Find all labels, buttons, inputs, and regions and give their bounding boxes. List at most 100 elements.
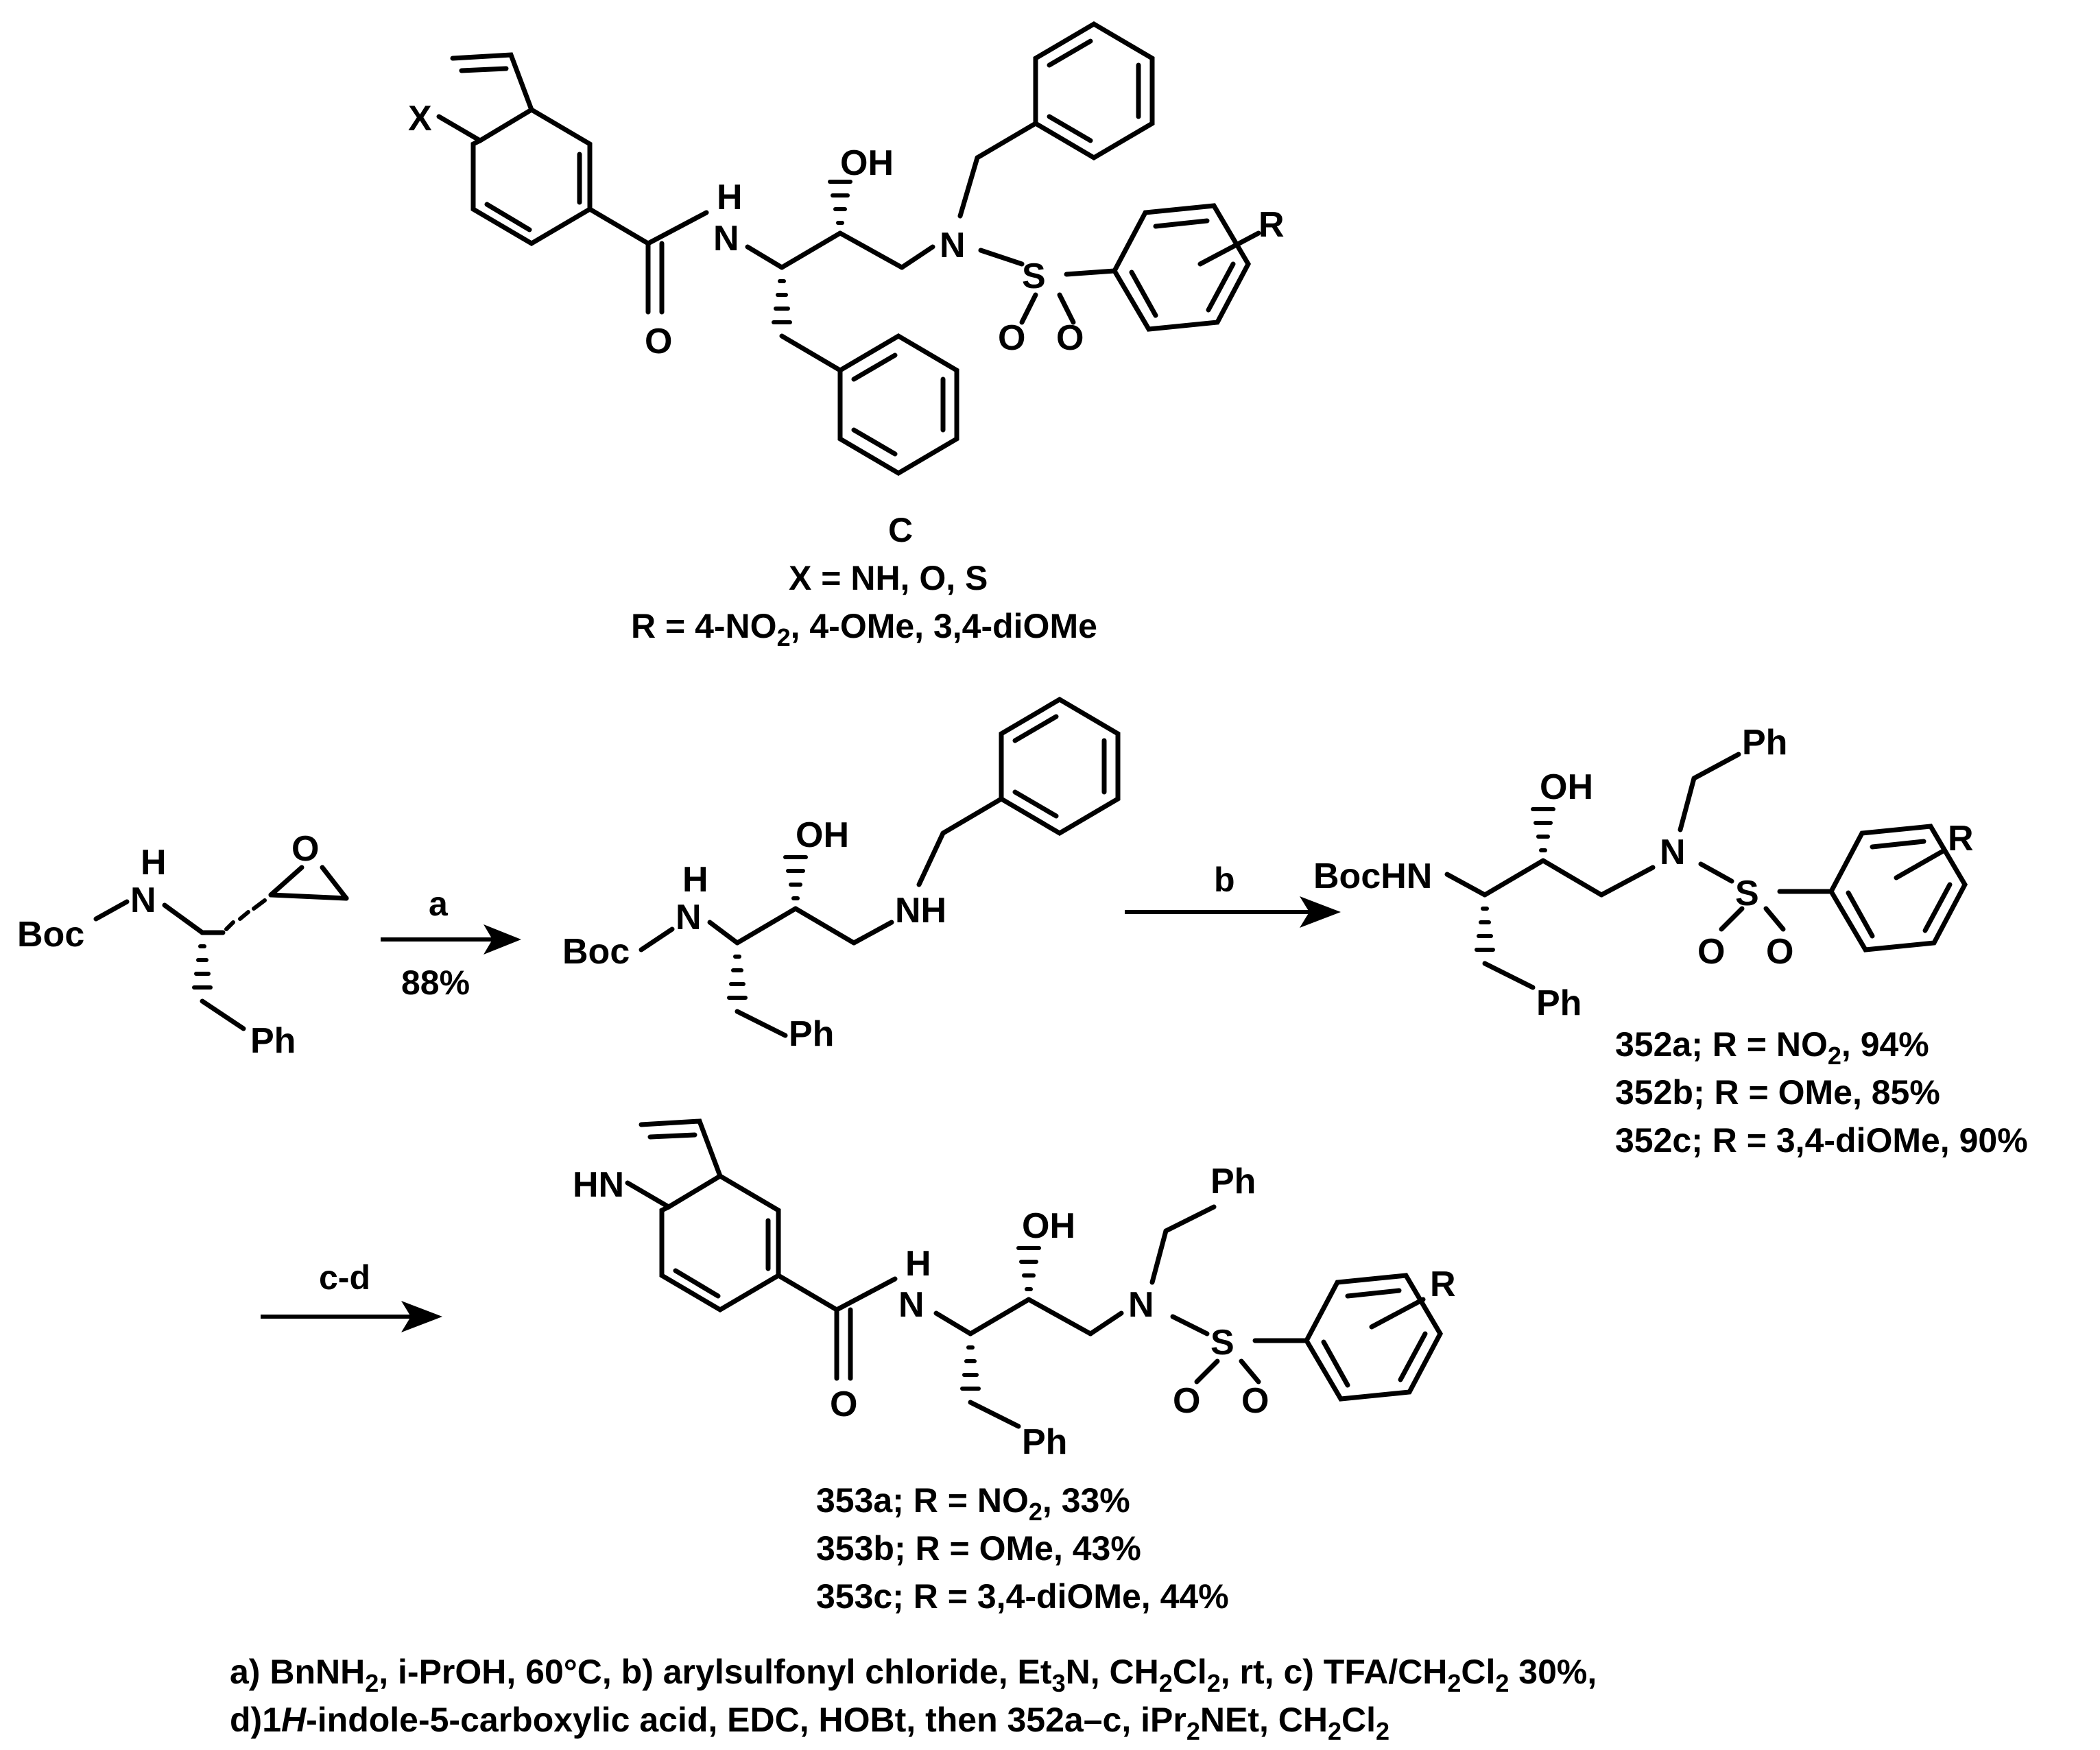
compound-c-oh-hash [828,180,852,225]
arrow-a [381,924,521,955]
int1-ph: Ph [789,1014,834,1054]
p353-n2: N [1128,1285,1154,1325]
compound-c-label: C [888,511,913,549]
p352-o1: O [1697,932,1725,972]
conditions-line-1-segment: 2 [1495,1669,1509,1697]
compound-c-s-atom: S [1022,256,1046,296]
p352-ph-top: Ph [1742,723,1787,763]
compound-c-carbonyl-o: O [645,322,672,361]
arrow-b-label: b [1214,861,1235,899]
intermediate-amine-structure [639,696,1121,1038]
starting-epoxide-structure [93,865,349,1031]
int1-h: H [682,860,708,900]
arrow-b [1125,896,1341,928]
conditions-line-2-segment: 2 [1376,1717,1389,1745]
compound-c-structure: X OH H N N S O O O R [408,21,1285,477]
compound-c-r-definition: R = 4-NO2, 4-OMe, 3,4-diOMe [631,607,1097,651]
conditions-line-2-segment: 2 [1186,1717,1200,1745]
p352-yields: 352a; R = NO2, 94% 352b; R = OMe, 85% 35… [1615,1025,2028,1160]
conditions-line-1-segment: 2 [365,1669,379,1697]
int1-oh: OH [796,815,849,855]
start-epoxide-o: O [291,829,319,869]
compound-c-oh-atom: OH [840,143,894,183]
int1-n: N [676,898,702,937]
p352-n: N [1660,832,1686,872]
int1-benzyl-hash [727,955,748,1000]
conditions-line-2-segment: Cl [1341,1701,1376,1739]
compound-c-benzyl-hash [772,279,792,324]
p352-oh-hash [1531,807,1555,852]
conditions-line-1: a) BnNH2, i-PrOH, 60°C, b) arylsulfonyl … [230,1653,1597,1697]
p352-r: R [1948,819,1974,859]
product-353-structure [625,1118,1444,1429]
arrow-cd-label: c-d [319,1258,370,1297]
compound-c-so-o2: O [1056,318,1084,358]
p352-benzyl-hash [1475,907,1495,952]
start-boc: Boc [17,915,84,955]
compound-c-x-atom: X [408,99,432,139]
compound-c-nh-h: H [717,178,743,217]
p353-hn: HN [573,1165,624,1205]
int1-nh: NH [895,891,946,931]
p353-o1: O [1173,1381,1200,1421]
p353-yields: 353a; R = NO2, 33% 353b; R = OMe, 43% 35… [816,1481,1229,1616]
p352-bochn: BocHN [1313,856,1432,896]
p353-ph-bottom: Ph [1022,1422,1067,1462]
arrow-cd [261,1301,442,1332]
p353-o2: O [1241,1381,1269,1421]
p352-oh: OH [1540,767,1593,807]
start-wedge-hash [224,898,267,931]
compound-c-r-group: R [1258,205,1285,245]
p353-carbonyl-o: O [830,1385,857,1424]
p353-s: S [1210,1323,1234,1363]
conditions-line-2: d)1H-indole-5-carboxylic acid, EDC, HOBt… [230,1701,1389,1745]
p353-r: R [1430,1264,1456,1304]
int1-oh-hash [783,855,808,900]
conditions-line-2-segment: H [281,1701,307,1739]
p353-yield-c: 353c; R = 3,4-diOMe, 44% [816,1577,1229,1616]
p352-o2: O [1766,932,1793,972]
start-n: N [130,880,156,920]
p353-h: H [905,1244,931,1284]
p353-benzyl-hash [960,1345,981,1391]
p353-yield-a: 353a; R = NO2, 33% [816,1481,1130,1526]
arrow-a-yield: 88% [401,963,470,1002]
compound-c-n-atom: N [940,226,966,265]
compound-c-so-o1: O [998,318,1025,358]
conditions-line-2-segment: -indole-5-carboxylic acid, EDC, HOBt, th… [306,1701,1186,1739]
p353-oh: OH [1022,1206,1075,1246]
start-h: H [141,843,167,883]
compound-c-fused-ring [436,21,1261,477]
conditions-line-1-segment: 3 [1052,1669,1066,1697]
conditions-line-2-segment: d)1 [230,1701,281,1739]
p353-n: N [898,1285,924,1325]
conditions-line-1-segment: 2 [1159,1669,1173,1697]
start-ph: Ph [250,1021,296,1061]
p352-s: S [1735,874,1759,913]
p353-ph-top: Ph [1210,1162,1256,1201]
start-benzyl-hash [192,944,213,990]
conditions-line-2-segment: 2 [1328,1717,1341,1745]
conditions-line-2-segment: NEt, CH [1200,1701,1328,1739]
p353-yield-b: 353b; R = OMe, 43% [816,1529,1141,1568]
p352-ph-bottom: Ph [1536,983,1582,1023]
p352-yield-b: 352b; R = OMe, 85% [1615,1073,1940,1112]
conditions-line-1-segment: a) BnNH [230,1653,365,1691]
p352-yield-a: 352a; R = NO2, 94% [1615,1025,1929,1070]
product-352-structure [1444,752,1968,990]
compound-c-nh-n: N [713,219,739,259]
arrow-a-label: a [429,885,449,923]
int1-boc: Boc [562,932,630,972]
conditions-line-1-segment: 2 [1447,1669,1461,1697]
p352-yield-c: 352c; R = 3,4-diOMe, 90% [1615,1121,2028,1160]
conditions-line-1-segment: 2 [1207,1669,1221,1697]
conditions-line-1-segment: , rt, c) TFA/CH [1221,1653,1448,1691]
conditions-line-1-segment: , i-PrOH, 60°C, b) arylsulfonyl chloride… [379,1653,1052,1691]
conditions-line-1-segment: N, CH [1066,1653,1159,1691]
compound-c-x-definition: X = NH, O, S [789,559,988,597]
conditions-line-1-segment: Cl [1461,1653,1495,1691]
conditions-line-1-segment: 30%, [1509,1653,1597,1691]
conditions-line-1-segment: Cl [1173,1653,1207,1691]
p353-oh-hash [1016,1246,1041,1291]
